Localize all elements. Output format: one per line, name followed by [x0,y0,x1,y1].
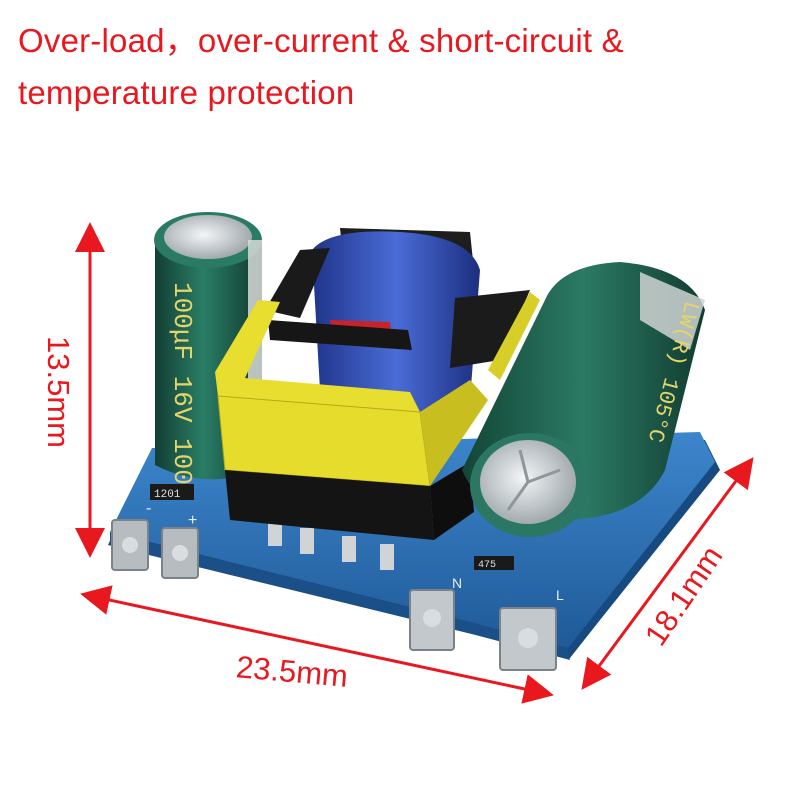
depth-arrow [581,457,754,690]
svg-text:1201: 1201 [154,489,181,501]
right-capacitor: LW(R) 105°C [462,262,705,537]
pin-n-label: N [452,575,462,591]
resistor-1201: 1201 [150,484,194,501]
resistor-475: 475 [474,556,514,571]
caption-line-2: temperature protection [18,74,355,111]
transformer [215,228,540,540]
pin-l-label: L [556,587,564,603]
transformer-pins [268,520,394,570]
height-dimension-label: 13.5mm [41,336,76,448]
pin-plus-label: + [188,512,197,529]
svg-text:475: 475 [478,560,496,571]
solder-pads [111,519,557,671]
pin-minus-label: - [146,500,151,517]
width-arrow [80,585,554,704]
caption-line-1: Over-load，over-current & short-circuit & [18,22,624,59]
left-cap-marking: 100μF 16V 100 [167,282,197,485]
